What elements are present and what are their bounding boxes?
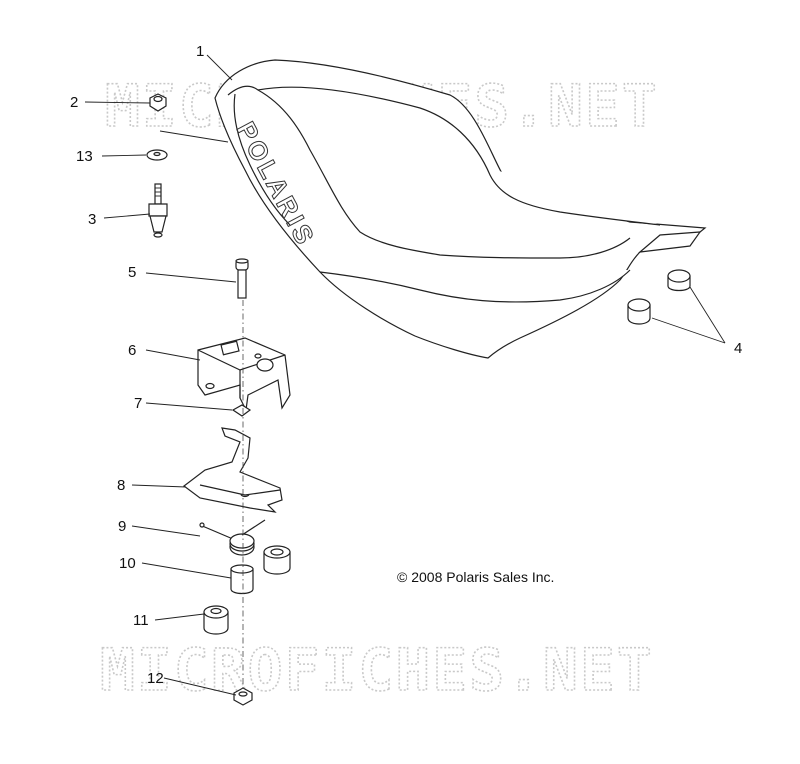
- callout-6: 6: [128, 342, 136, 359]
- callouts: 1 2 13 3 5 6 7 8 9 10 11 12 4: [70, 43, 742, 687]
- part-7-clip: [231, 404, 252, 417]
- bushing-near-sleeve: [263, 545, 291, 575]
- seat: POLARIS: [214, 59, 707, 359]
- watermark-bottom: MICROFICHES.NET: [100, 636, 654, 704]
- callout-11: 11: [133, 612, 149, 629]
- part-13-washer: [146, 149, 168, 161]
- callout-8: 8: [117, 477, 125, 494]
- callout-10: 10: [119, 555, 136, 572]
- part-5-bolt: [235, 258, 249, 299]
- part-11-bushing: [203, 605, 229, 635]
- callout-12: 12: [147, 670, 164, 687]
- leader-lines: [84, 54, 726, 696]
- callout-7: 7: [134, 395, 142, 412]
- part-10-sleeve: [230, 564, 254, 595]
- callout-1: 1: [196, 43, 204, 60]
- callout-4: 4: [734, 340, 742, 357]
- part-6-bracket: [197, 337, 291, 413]
- callout-3: 3: [88, 211, 96, 228]
- callout-13: 13: [76, 148, 93, 165]
- callout-5: 5: [128, 264, 136, 281]
- callout-9: 9: [118, 518, 126, 535]
- callout-2: 2: [70, 94, 78, 111]
- part-2-nut: [149, 93, 167, 112]
- part-9-spring: [199, 519, 266, 556]
- part-8-latch: [183, 427, 283, 513]
- copyright-notice: © 2008 Polaris Sales Inc.: [397, 569, 554, 585]
- part-3-stud: [148, 183, 168, 238]
- part-4-grommets: [627, 269, 691, 325]
